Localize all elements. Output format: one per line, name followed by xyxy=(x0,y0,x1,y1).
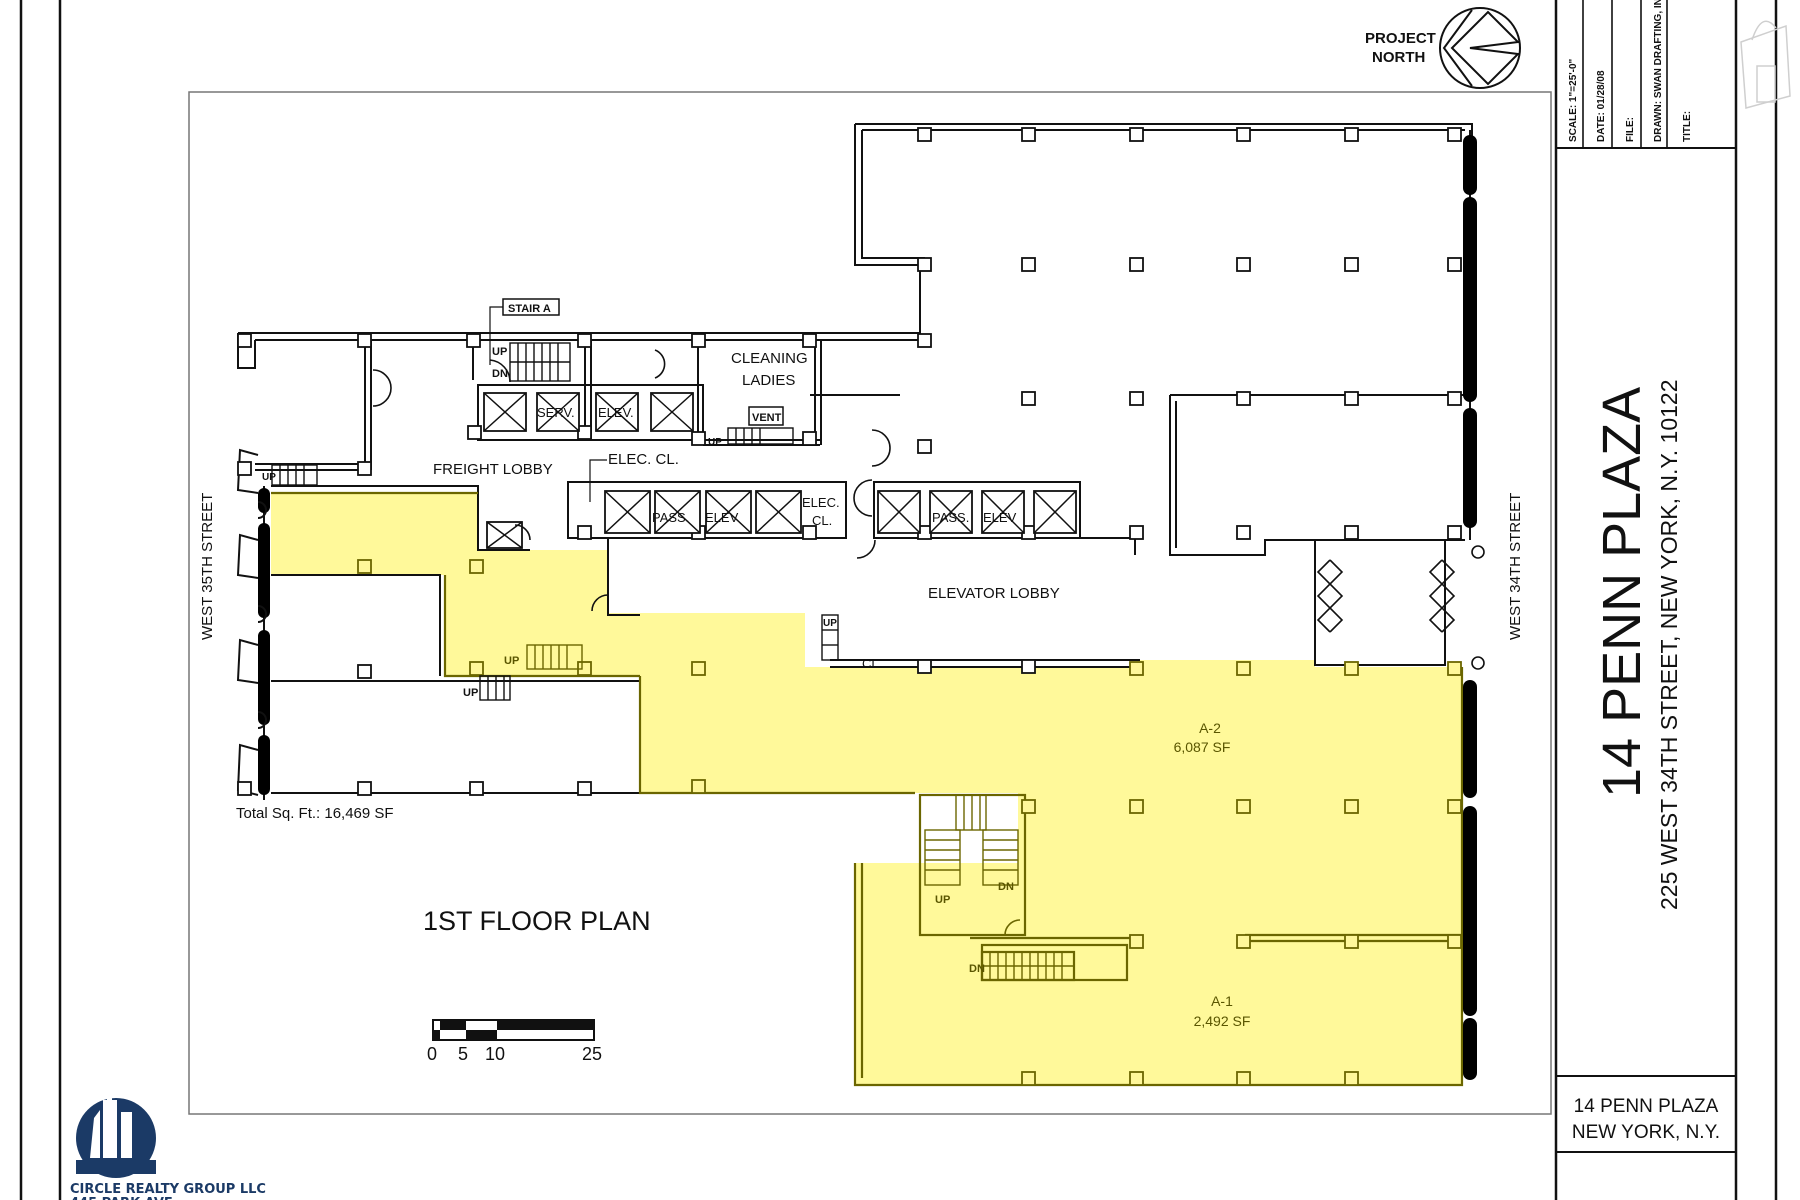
space-a1-id: A-1 xyxy=(1211,993,1233,1009)
north-label-1: PROJECT xyxy=(1365,30,1436,47)
elec-cl-label: ELEC. CL. xyxy=(608,451,679,468)
glazing xyxy=(258,135,1477,1080)
space-a2-id: A-2 xyxy=(1199,720,1221,736)
vent-label: VENT xyxy=(752,412,782,424)
building-address-vertical: 225 WEST 34TH STREET, NEW YORK, N.Y. 101… xyxy=(1656,380,1682,910)
street-label-right: WEST 34TH STREET xyxy=(1507,493,1524,640)
title-block-footer-city: NEW YORK, N.Y. xyxy=(1572,1122,1720,1143)
dn-label-stair-yellow: DN xyxy=(998,881,1014,893)
elevator-lobby-label: ELEVATOR LOBBY xyxy=(928,585,1060,602)
leased-space-walls xyxy=(271,491,1464,1087)
storefront-bays xyxy=(236,448,267,796)
dn-label-stair-low: DN xyxy=(969,963,985,975)
stair-dn-label: DN xyxy=(492,368,508,380)
passenger-elevator-7 xyxy=(981,490,1025,534)
space-labels: A-2 6,087 SF A-1 2,492 SF xyxy=(1174,720,1251,1029)
building-name-vertical: 14 PENN PLAZA xyxy=(1592,387,1652,798)
title-block: SCALE: 1"=25'-0" DATE: 01/28/08 FILE: DR… xyxy=(1554,0,1791,1200)
title-block-date: DATE: 01/28/08 xyxy=(1596,70,1607,142)
up-label-35th: UP xyxy=(262,472,276,483)
title-block-drawn: DRAWN: SWAN DRAFTING, INC xyxy=(1653,0,1664,142)
title-block-scale: SCALE: 1"=25'-0" xyxy=(1568,58,1579,142)
space-a2-fill xyxy=(271,493,1462,1085)
passenger-elevator-4 xyxy=(755,490,802,534)
company-address: 445 PARK AVE xyxy=(70,1196,173,1200)
scale-tick-25: 25 xyxy=(582,1044,602,1064)
leased-space-fill xyxy=(271,493,1462,1085)
plan-title: 1ST FLOOR PLAN xyxy=(423,906,651,936)
elev-label-service: ELEV. xyxy=(598,405,634,420)
passenger-elevator-1 xyxy=(604,490,651,534)
cl-label-lobby: CL. xyxy=(862,656,882,671)
passenger-elevator-5 xyxy=(877,490,921,534)
passenger-elevator-6 xyxy=(929,490,973,534)
title-block-title: TITLE: xyxy=(1682,111,1693,142)
cleaning-label: CLEANING xyxy=(731,350,808,367)
up-label-lobby: UP xyxy=(823,618,837,629)
freight-lobby-label: FREIGHT LOBBY xyxy=(433,461,553,478)
doors xyxy=(372,349,1485,936)
up-label-ladies: UP xyxy=(708,437,722,448)
space-a1-area: 2,492 SF xyxy=(1194,1013,1251,1029)
scale-tick-5: 5 xyxy=(458,1044,468,1064)
company-name: CIRCLE REALTY GROUP LLC xyxy=(70,1182,266,1197)
pass-label-2: PASS. xyxy=(932,510,969,525)
passenger-elevator-8 xyxy=(1033,490,1077,534)
up-label-left: UP xyxy=(463,687,478,699)
serv-label: SERV. xyxy=(537,405,575,420)
stair-a-label: STAIR A xyxy=(508,303,551,315)
shopping-bag-watermark-icon xyxy=(1740,20,1791,109)
scale-tick-10: 10 xyxy=(485,1044,505,1064)
room-labels: STAIR A UP DN SERV. ELEV. CLEANING LADIE… xyxy=(262,298,1060,975)
scale-bar: 0 5 10 25 xyxy=(427,1019,602,1064)
title-block-file: FILE: xyxy=(1625,117,1636,142)
skyline-icon xyxy=(90,1094,132,1158)
passenger-elevator-3 xyxy=(705,490,752,534)
title-block-footer-name: 14 PENN PLAZA xyxy=(1574,1096,1719,1117)
stair-up-label: UP xyxy=(492,346,507,358)
passenger-elevator-2 xyxy=(654,490,701,534)
elec-label-2: ELEC. xyxy=(802,495,840,510)
up-label-stair-yellow: UP xyxy=(935,894,950,906)
elev-label-1: ELEV xyxy=(705,510,739,525)
service-elevator-3 xyxy=(595,392,639,432)
cl-label-2: CL. xyxy=(812,513,832,528)
pass-label-1: PASS. xyxy=(652,510,689,525)
service-elevator-2 xyxy=(536,392,580,432)
elevator-cabs xyxy=(483,392,1077,549)
drawing-frame xyxy=(188,91,1552,1115)
up-label-yellow: UP xyxy=(504,655,519,667)
street-label-left: WEST 35TH STREET xyxy=(199,493,216,640)
north-arrow-icon: PROJECT NORTH xyxy=(1365,7,1521,89)
total-area-label: Total Sq. Ft.: 16,469 SF xyxy=(236,805,394,822)
space-a2-area: 6,087 SF xyxy=(1174,739,1231,755)
service-elevator-1 xyxy=(483,392,527,432)
scale-tick-0: 0 xyxy=(427,1044,437,1064)
stairs xyxy=(271,342,1074,980)
freight-elevator xyxy=(486,521,523,549)
north-label-2: NORTH xyxy=(1372,49,1425,66)
service-elevator-4 xyxy=(650,392,694,432)
elev-label-2: ELEV xyxy=(983,510,1017,525)
company-logo: CIRCLE REALTY GROUP LLC 445 PARK AVE xyxy=(70,1094,266,1200)
ladies-label: LADIES xyxy=(742,372,795,389)
